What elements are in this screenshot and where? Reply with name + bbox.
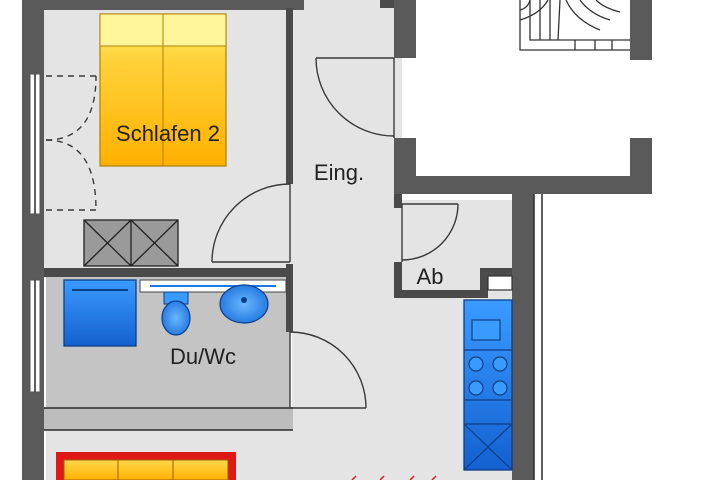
- bedroom-window-door: [45, 75, 97, 211]
- storage-label: Ab: [417, 264, 444, 289]
- bedroom-top-wall: [22, 0, 304, 10]
- storage-door: [401, 203, 459, 262]
- storage-niche-wall-v: [480, 268, 488, 298]
- sofa: [56, 452, 236, 480]
- stairwell-floor: [402, 0, 652, 178]
- stair-wall-top-cap: [380, 0, 394, 8]
- bed: [99, 13, 227, 167]
- bedroom-partition-wall: [286, 8, 293, 184]
- bathroom-bottom-wall: [44, 408, 293, 430]
- kitchen-right-outer: [534, 194, 542, 480]
- stair-wall-left-top: [394, 0, 416, 58]
- kitchen-right-wall: [512, 194, 534, 480]
- red-marks: [351, 475, 437, 480]
- storage-left-wall-lower: [394, 262, 402, 298]
- bedroom-label: Schlafen 2: [116, 121, 220, 146]
- stair-wall-right-top: [630, 0, 652, 60]
- bathroom-label: Du/Wc: [170, 344, 236, 369]
- toilet: [161, 291, 191, 336]
- storage-bottom-wall: [394, 290, 482, 298]
- cooktop: [468, 356, 508, 396]
- washbasin: [219, 284, 269, 324]
- entrance-door: [315, 57, 395, 138]
- kitchen-column: [487, 275, 513, 291]
- left-wall: [22, 0, 44, 480]
- wardrobe: [83, 219, 179, 267]
- storage-left-wall: [394, 194, 402, 208]
- kitchen-unit: [463, 299, 513, 471]
- bathroom-right-wall: [286, 276, 293, 332]
- entrance-label: Eing.: [314, 160, 364, 185]
- bathroom-top-wall: [44, 268, 293, 277]
- bathroom-door: [289, 331, 367, 409]
- stair-bottom-wall: [394, 176, 652, 194]
- staircase: [519, 0, 630, 51]
- hallway-floor: [292, 0, 402, 480]
- bedroom-door: [211, 183, 291, 263]
- storage-niche-wall: [480, 268, 514, 276]
- bathroom-counter: [139, 279, 287, 293]
- shower-tray: [63, 279, 137, 347]
